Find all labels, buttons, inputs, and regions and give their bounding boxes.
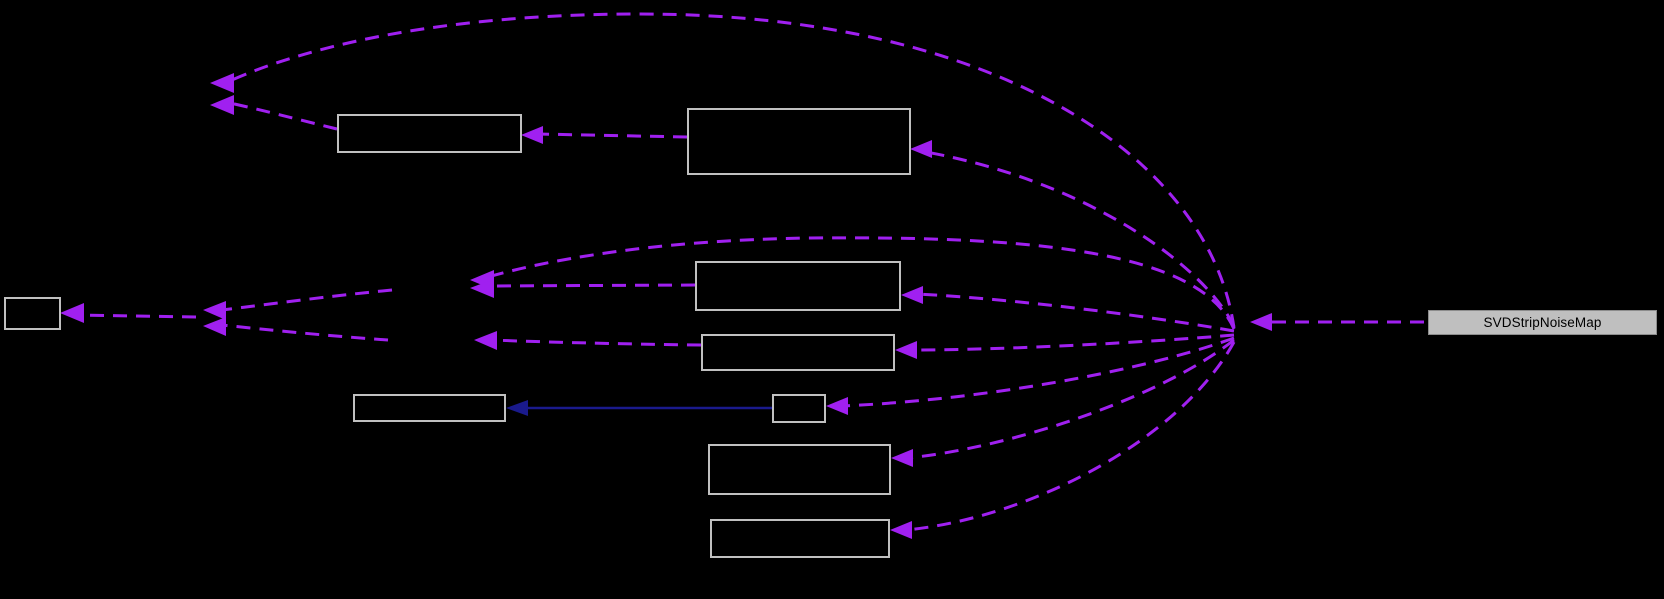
edge-focus-to-node3 xyxy=(916,292,1235,333)
arrowhead-node5 xyxy=(506,400,528,416)
edge-focus-to-top-left-a xyxy=(231,12,1236,329)
arrowhead-node4 xyxy=(895,341,917,359)
arrowhead-node2 xyxy=(910,140,932,158)
edge-node3-to-mid-left-d xyxy=(489,283,696,288)
graph-node-8[interactable] xyxy=(710,519,890,558)
graph-node-svdstripnoisemap[interactable]: SVDStripNoiseMap xyxy=(1428,310,1657,335)
arrowhead-group-caller xyxy=(60,73,1272,539)
arrowhead-mid-left-e xyxy=(474,331,497,350)
edge-node2-to-node1 xyxy=(536,132,688,139)
edge-focus-to-mid-left-c xyxy=(487,236,1236,330)
arrowhead-svdstripnoisemap xyxy=(1250,313,1272,331)
arrowhead-mid-left-d xyxy=(470,279,494,298)
edge-to-node0-lower xyxy=(221,323,389,342)
arrowhead-node6 xyxy=(826,397,848,415)
arrowhead-node1 xyxy=(521,126,543,144)
edge-focus-to-node4 xyxy=(910,333,1235,352)
arrowhead-top-left-a xyxy=(210,73,234,93)
edge-to-node0-upper xyxy=(221,288,393,312)
edge-node4-to-mid-left-e xyxy=(491,338,702,347)
graph-node-6[interactable] xyxy=(772,394,826,423)
arrowhead-top-left-b xyxy=(210,95,234,115)
edge-focus-to-node2 xyxy=(925,150,1236,327)
edge-group-inheritance xyxy=(506,400,772,416)
graph-node-4[interactable] xyxy=(701,334,895,371)
graph-node-5[interactable] xyxy=(353,394,506,422)
graph-node-svdstripnoisemap-label: SVDStripNoiseMap xyxy=(1483,314,1602,330)
arrowhead-node0-left2 xyxy=(203,317,226,336)
arrowhead-node8 xyxy=(890,521,912,539)
edge-focus-to-node6 xyxy=(841,336,1235,408)
edge-focus-to-node7 xyxy=(906,338,1235,460)
arrowhead-node7 xyxy=(891,449,913,467)
graph-node-0[interactable] xyxy=(4,297,61,330)
graph-node-7[interactable] xyxy=(708,444,891,495)
graph-node-3[interactable] xyxy=(695,261,901,311)
arrowhead-node0 xyxy=(60,303,84,323)
arrowhead-node0-left xyxy=(203,301,226,320)
graph-node-1[interactable] xyxy=(337,114,522,153)
edge-arrowcluster-to-node0 xyxy=(77,313,197,319)
edge-node1-to-top-left-b xyxy=(229,101,338,131)
arrowhead-node3 xyxy=(901,286,923,304)
graph-node-2[interactable] xyxy=(687,108,911,175)
edge-focus-to-node8 xyxy=(905,341,1236,532)
edge-group-caller xyxy=(77,12,1424,532)
